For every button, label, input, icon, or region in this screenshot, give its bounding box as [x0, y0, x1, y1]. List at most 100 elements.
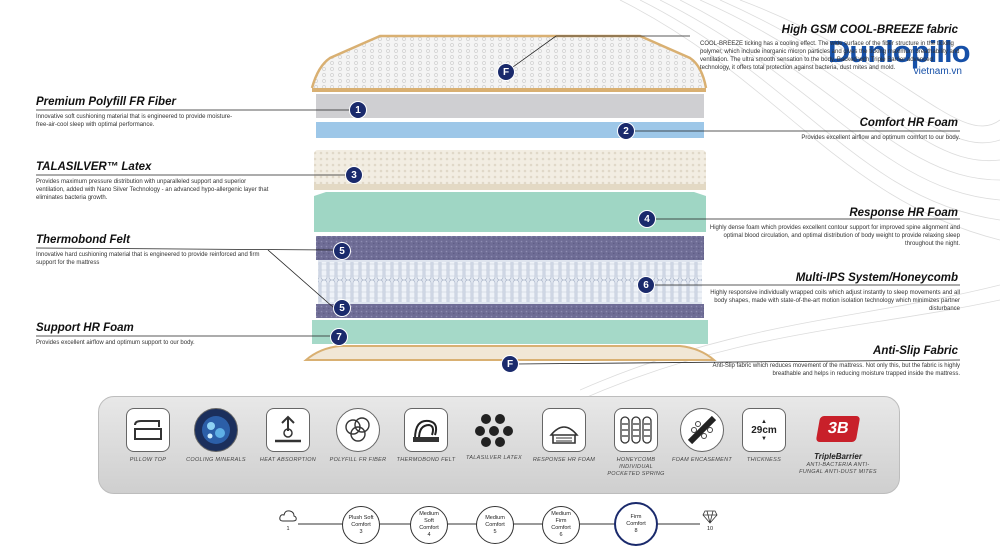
triple-barrier-badge: TripleBarrier	[814, 452, 862, 461]
scale-end: 10	[702, 510, 718, 532]
cloud-icon	[279, 510, 297, 522]
feature-foam-encasement: FOAM ENCASEMENT	[670, 408, 734, 464]
layer-latex	[314, 150, 706, 190]
label-thermobond-desc: Innovative hard cushioning material that…	[36, 252, 260, 266]
layer-comfort-hr	[316, 122, 704, 138]
diamond-icon	[702, 510, 718, 524]
label-response-hr-desc: Highly dense foam which provides excelle…	[709, 225, 960, 247]
label-support-hr-title: Support HR Foam	[36, 322, 134, 334]
label-anti-slip-title: Anti-Slip Fabric	[873, 345, 958, 357]
marker-latex: 3	[345, 166, 363, 184]
feature-label: TALASILVER LATEX	[466, 455, 522, 461]
feature-label: PILLOW TOP	[129, 457, 167, 463]
feature-cooling-minerals: COOLING MINERALS	[184, 408, 248, 464]
feature-label: ANTI-BACTERIA ANTI-FUNGAL ANTI-DUST MITE…	[799, 462, 877, 475]
label-cover-title: High GSM COOL-BREEZE fabric	[781, 24, 958, 36]
label-latex-desc: Provides maximum pressure distribution w…	[36, 179, 269, 201]
foam-encasement-icon	[680, 408, 724, 452]
feature-label: HONEYCOMB INDIVIDUAL POCKETED SPRING	[607, 457, 665, 477]
scale-step-label: Medium Firm Comfort	[551, 511, 571, 531]
feature-label: COOLING MINERALS	[186, 457, 246, 463]
layer-response-hr	[314, 192, 706, 232]
label-latex-title: TALASILVER™ Latex	[36, 161, 152, 173]
label-anti-slip-desc: Anti-Slip fabric which reduces movement …	[712, 363, 960, 377]
scale-start-num: 1	[286, 526, 290, 532]
pillow-top-icon	[126, 408, 170, 452]
layer-support-hr	[312, 320, 708, 344]
scale-step-num: 6	[559, 532, 563, 538]
scale-step-label: Plush Soft Comfort	[348, 514, 374, 528]
scale-start: 1	[278, 508, 298, 532]
feature-thickness: ▲ 29cm ▼ THICKNESS	[732, 408, 796, 464]
layer-polyfill	[316, 94, 704, 118]
feature-label: POLYFILL FR FIBER	[329, 457, 387, 463]
label-ips-title: Multi-IPS System/Honeycomb	[795, 272, 958, 284]
pocketed-spring-icon	[614, 408, 658, 452]
heat-absorption-icon	[266, 408, 310, 452]
background-waves	[580, 0, 1000, 400]
feature-triple-barrier: 3B TripleBarrier ANTI-BACTERIA ANTI-FUNG…	[798, 408, 878, 476]
layer-thermobond-bottom	[316, 304, 704, 318]
label-cover-desc: COOL-BREEZE ticking has a cooling effect…	[700, 41, 960, 71]
marker-thermobond: 5	[333, 242, 351, 260]
marker-antislip: F	[501, 355, 519, 373]
scale-step-label: Medium Soft Comfort	[419, 511, 439, 531]
label-polyfill-desc: Innovative soft cushioning material that…	[36, 114, 233, 128]
thickness-value: 29cm	[751, 424, 777, 436]
layer-cover	[310, 34, 708, 92]
feature-label: FOAM ENCASEMENT	[671, 457, 733, 463]
marker-cover: F	[497, 63, 515, 81]
label-thermobond-title: Thermobond Felt	[36, 234, 130, 246]
feature-heat-absorption: HEAT ABSORPTION	[256, 408, 320, 464]
scale-end-num: 10	[706, 526, 714, 532]
scale-step-label: Medium Comfort	[485, 514, 505, 528]
brand-name: Dunlopillo	[828, 34, 971, 69]
label-comfort-hr-title: Comfort HR Foam	[859, 117, 958, 129]
marker-comfort_hr: 2	[617, 122, 635, 140]
thickness-icon: ▲ 29cm ▼	[742, 408, 786, 452]
triple-barrier-mark: 3B	[815, 416, 861, 442]
scale-step-num: 8	[634, 527, 638, 534]
response-hr-foam-icon	[542, 408, 586, 452]
marker-thermobond-bottom: 5	[333, 299, 351, 317]
layer-thermobond-top	[316, 236, 704, 260]
scale-step-num: 5	[493, 528, 497, 535]
scale-step-num: 3	[359, 528, 363, 535]
label-polyfill-title: Premium Polyfill FR Fiber	[36, 96, 176, 108]
polyfill-fiber-icon	[336, 408, 380, 452]
feature-label: HEAT ABSORPTION	[259, 457, 317, 463]
triple-barrier-icon: 3B	[808, 408, 868, 450]
feature-pillow-top: PILLOW TOP	[116, 408, 180, 464]
marker-ips: 6	[637, 276, 655, 294]
feature-pocketed-spring: HONEYCOMB INDIVIDUAL POCKETED SPRING	[604, 408, 668, 478]
label-comfort-hr-desc: Provides excellent airflow and optimum c…	[801, 135, 960, 141]
thermobond-felt-icon	[404, 408, 448, 452]
feature-label: RESPONSE HR FOAM	[532, 457, 596, 463]
marker-response_hr: 4	[638, 210, 656, 228]
feature-label: THERMOBOND FELT	[396, 457, 456, 463]
leader-lines	[35, 35, 961, 365]
scale-step-num: 4	[427, 532, 431, 538]
mattress-cross-section	[35, 34, 961, 365]
brand-logo: Dunlopillo vietnam.vn	[828, 34, 971, 77]
feature-polyfill-fiber: POLYFILL FR FIBER	[326, 408, 390, 464]
marker-support_hr: 7	[330, 328, 348, 346]
feature-talasilver-latex: TALASILVER LATEX	[462, 408, 526, 462]
label-ips-desc: Highly responsive individually wrapped c…	[710, 290, 960, 312]
label-response-hr-title: Response HR Foam	[849, 207, 958, 219]
brand-site: vietnam.vn	[913, 66, 962, 77]
feature-label: THICKNESS	[746, 457, 782, 463]
marker-polyfill: 1	[349, 101, 367, 119]
talasilver-latex-icon	[473, 408, 515, 450]
scale-step-label: Firm Comfort	[626, 513, 646, 527]
